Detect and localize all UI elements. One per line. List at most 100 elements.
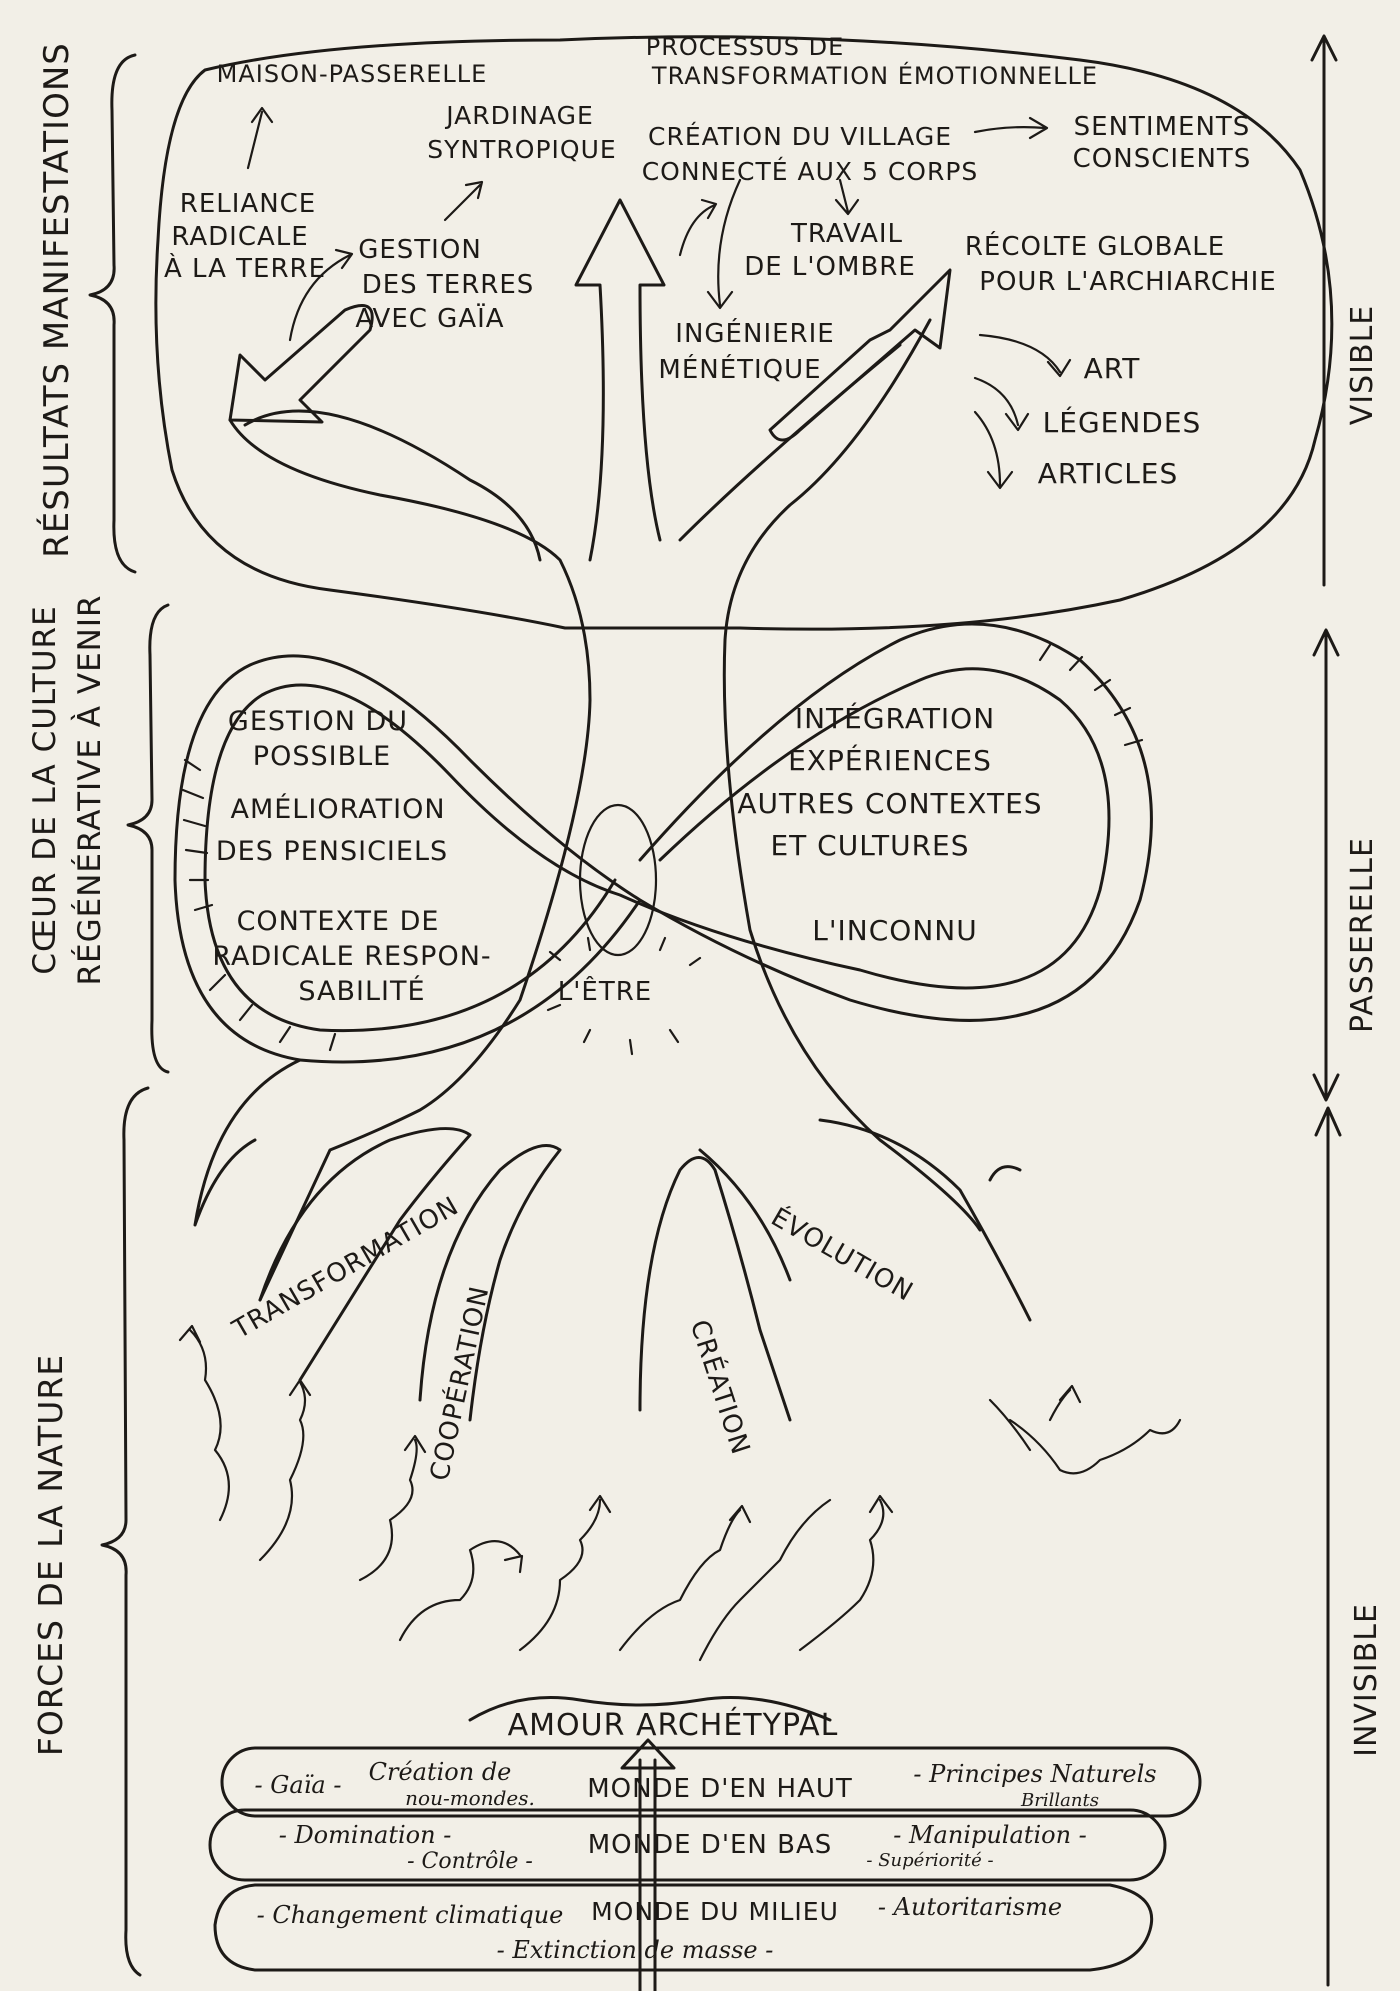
label-gestion-terres-3: AVEC GAÏA [355, 302, 504, 334]
arrow-to-creation [678, 198, 718, 257]
label-sentiments-1: SENTIMENTS [1074, 112, 1251, 142]
being-rays [546, 936, 702, 1056]
label-reliance-3: À LA TERRE [164, 252, 326, 284]
label-ingenierie-1: INGÉNIERIE [675, 317, 834, 349]
upward-arrow-head [620, 1738, 676, 1770]
label-travail-1: TRAVAIL [790, 219, 903, 249]
label-heart-left-7: SABILITÉ [298, 975, 425, 1007]
world-bottom-left-1: - Changement climatique [257, 1901, 564, 1929]
branch-center-left [574, 198, 666, 562]
label-travail-2: DE L'OMBRE [744, 252, 916, 282]
label-processus-1: PROCESSUS DE [646, 33, 845, 61]
label-cooperation: COOPÉRATION [423, 1283, 496, 1484]
label-articles: ARTICLES [1038, 457, 1179, 490]
root-creation [638, 1156, 792, 1422]
label-creation: CRÉATION [684, 1316, 758, 1459]
label-heart-left-3: AMÉLIORATION [230, 793, 445, 825]
root-evolution [698, 1118, 1032, 1322]
label-heart-right-1: INTÉGRATION [795, 701, 995, 735]
world-top-left-1: - Gaïa - [255, 1771, 342, 1799]
label-processus-2: TRANSFORMATION ÉMOTIONNELLE [651, 61, 1098, 90]
trunk-right-edge [722, 318, 982, 1232]
world-band-middle-outline [208, 1808, 1167, 1882]
canopy-outline [154, 35, 1334, 631]
arrow-gestion-reliance [288, 248, 354, 342]
label-jardinage-1: JARDINAGE [444, 101, 594, 130]
label-heart-right-4: ET CULTURES [770, 829, 969, 862]
arrow-recolte-legendes [973, 376, 1030, 432]
root-tendrils-left [178, 1324, 524, 1642]
tree-trunk [228, 198, 982, 1302]
world-middle-left-2: - Contrôle - [407, 1849, 533, 1874]
canopy-arrows [246, 106, 1072, 490]
world-top-left-2: Création de [369, 1758, 512, 1786]
scale-arrow-passerelle-up [1312, 628, 1340, 657]
label-creation-village-2: CONNECTÉ AUX 5 CORPS [642, 157, 979, 186]
label-maison-passerelle: MAISON-PASSERELLE [217, 60, 488, 88]
label-gestion-terres-2: DES TERRES [362, 270, 535, 300]
arrow-creation-ingenierie [706, 178, 742, 310]
world-band-bottom: - Changement climatique MONDE DU MILIEU … [213, 1883, 1153, 1972]
roots-base-line [468, 1696, 832, 1722]
label-heart-line1: CŒUR DE LA CULTURE [27, 605, 63, 974]
label-recolte-1: RÉCOLTE GLOBALE [965, 230, 1225, 262]
arrowhead-right [768, 268, 952, 442]
root-transformation [193, 1058, 472, 1382]
label-ingenierie-2: MÉNÉTIQUE [658, 353, 821, 385]
label-sentiments-2: CONSCIENTS [1073, 144, 1252, 174]
world-top-left-3: nou-mondes. [405, 1786, 535, 1810]
label-heart-left-1: GESTION DU [228, 706, 408, 737]
label-heart-left-2: POSSIBLE [253, 741, 391, 772]
label-reliance-1: RELIANCE [180, 189, 316, 219]
world-top-right-2: Brillants [1020, 1790, 1099, 1811]
label-amour-archetypal: AMOUR ARCHÉTYPAL [508, 1707, 839, 1743]
infinity-loop [173, 622, 1153, 1064]
roots [178, 1058, 1182, 1722]
label-reliance-2: RADICALE [171, 222, 308, 252]
label-gestion-terres-1: GESTION [358, 235, 482, 265]
label-evolution: ÉVOLUTION [766, 1201, 920, 1308]
label-heart-left-4: DES PENSICIELS [216, 836, 448, 867]
world-top-right-1: - Principes Naturels [913, 1760, 1156, 1788]
bracket-results [88, 53, 137, 574]
label-results: RÉSULTATS MANIFESTATIONS [36, 42, 77, 558]
world-bottom-extinction: - Extinction de masse - [497, 1936, 774, 1964]
root-cooperation [418, 1144, 562, 1422]
world-band-top-outline [220, 1746, 1202, 1818]
label-heart-right-5: L'INCONNU [812, 914, 977, 947]
label-jardinage-2: SYNTROPIQUE [427, 135, 616, 164]
arrow-recolte-articles [973, 410, 1014, 490]
loop-hatching-right [1038, 643, 1144, 747]
label-being: L'ÊTRE [558, 975, 652, 1007]
label-art: ART [1084, 352, 1141, 385]
center-seed [578, 803, 658, 957]
label-legendes: LÉGENDES [1043, 405, 1202, 439]
label-creation-village-1: CRÉATION DU VILLAGE [648, 122, 952, 151]
arrow-reliance-maison [246, 106, 274, 170]
label-heart-right-3: AUTRES CONTEXTES [737, 787, 1042, 820]
branch-left [243, 409, 542, 562]
label-heart-left-6: RADICALE RESPON- [212, 941, 491, 972]
root-tendrils-center [518, 1494, 832, 1662]
label-invisible: INVISIBLE [1349, 1603, 1384, 1757]
arrow-gestion-jardinage [443, 180, 484, 222]
scale-arrow-invisible [1314, 1106, 1342, 1137]
canopy-labels: MAISON-PASSERELLE JARDINAGE SYNTROPIQUE … [164, 33, 1276, 490]
trunk-left-edge [228, 418, 592, 1302]
world-middle-right-1: - Manipulation - [893, 1821, 1087, 1849]
world-top-name: MONDE D'EN HAUT [587, 1774, 853, 1804]
label-heart-right-2: EXPÉRIENCES [788, 743, 992, 777]
label-heart-left-5: CONTEXTE DE [237, 906, 440, 937]
world-bottom-name: MONDE DU MILIEU [591, 1897, 839, 1926]
root-tendrils-right [798, 1384, 1182, 1652]
label-passerelle: PASSERELLE [1345, 837, 1380, 1033]
infinity-outer [173, 622, 1153, 1064]
label-heart-line2: RÉGÉNÉRATIVE À VENIR [72, 594, 108, 985]
label-visible: VISIBLE [1345, 305, 1380, 426]
world-middle-left-1: - Domination - [279, 1821, 452, 1849]
heart-labels: GESTION DU POSSIBLE AMÉLIORATION DES PEN… [212, 701, 1042, 1007]
world-bottom-right-1: - Autoritarisme [878, 1893, 1062, 1921]
bracket-heart [126, 603, 170, 1074]
